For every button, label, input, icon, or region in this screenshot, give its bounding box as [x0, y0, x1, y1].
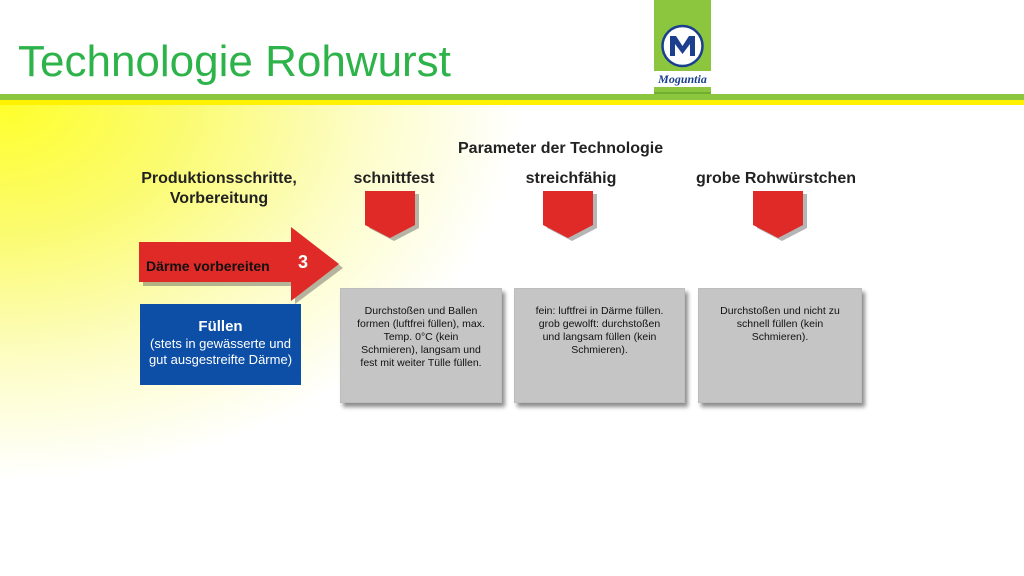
logo-wordmark: Moguntia — [654, 71, 711, 87]
step-arrow-daerme-vorbereiten — [139, 227, 343, 304]
fill-step-title: Füllen — [198, 318, 243, 335]
logo-emblem-icon — [661, 24, 704, 68]
fill-step-subtitle-line2: gut ausgestreifte Därme) — [148, 352, 293, 367]
fill-step-box: Füllen (stets in gewässerte und gut ausg… — [140, 304, 301, 385]
column-marker-schnittfest — [365, 191, 419, 241]
moguntia-logo: Moguntia — [654, 0, 711, 95]
production-steps-heading-line2: Vorbereitung — [169, 190, 269, 207]
parameter-box-streichfaehig: fein: luftfrei in Därme füllen. grob gew… — [514, 288, 685, 403]
header-divider-yellow — [0, 100, 1024, 105]
column-heading-schnittfest: schnittfest — [353, 170, 435, 187]
step-arrow-label: Därme vorbereiten — [146, 258, 270, 274]
slide-title: Technologie Rohwurst — [18, 37, 451, 86]
parameter-box-schnittfest: Durchstoßen und Ballen formen (luftfrei … — [340, 288, 502, 403]
production-steps-heading: Produktionsschritte, Vorbereitung — [128, 169, 310, 209]
parameters-heading: Parameter der Technologie — [458, 140, 664, 157]
column-heading-streichfaehig: streichfähig — [525, 170, 617, 187]
column-heading-grobe-rohwuerstchen: grobe Rohwürstchen — [695, 170, 856, 187]
header-divider-green — [0, 94, 1024, 100]
production-steps-heading-line1: Produktionsschritte, — [141, 170, 297, 187]
column-marker-grobe-rohwuerstchen — [753, 191, 807, 241]
parameter-box-grobe-rohwuerstchen: Durchstoßen und nicht zu schnell füllen … — [698, 288, 862, 403]
fill-step-subtitle-line1: (stets in gewässerte und — [150, 336, 291, 351]
step-arrow-number: 3 — [298, 252, 309, 272]
column-marker-streichfaehig — [543, 191, 597, 241]
